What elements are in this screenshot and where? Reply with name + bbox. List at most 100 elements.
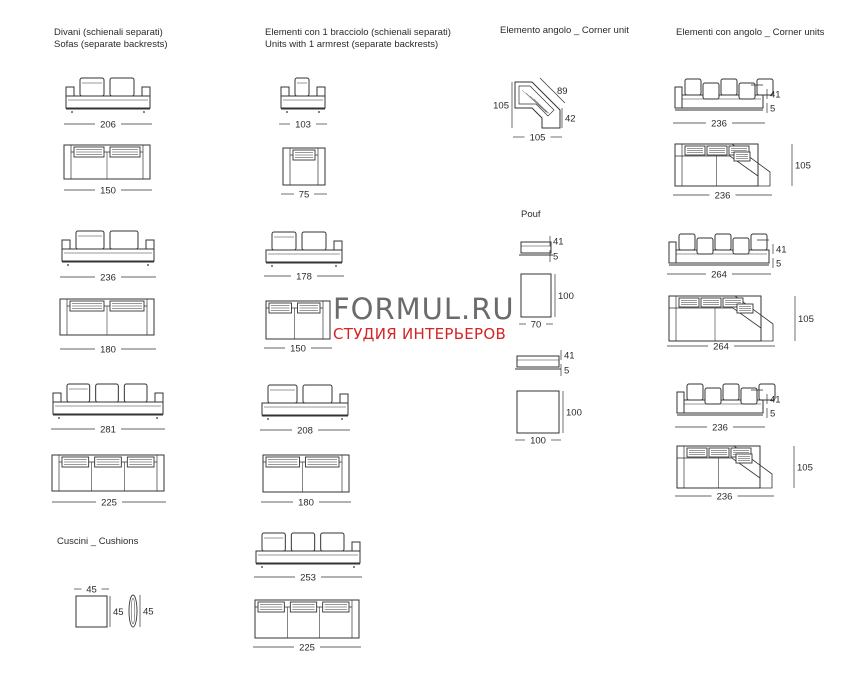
dim-cushion-side-height: 45 — [139, 595, 154, 627]
backrest-cushion — [267, 384, 298, 404]
back-cushion-plan — [109, 300, 145, 312]
dimension-label: 70 — [531, 320, 542, 331]
plan-cushion — [708, 447, 730, 458]
dimension-label: 180 — [298, 498, 314, 509]
dim-unit-225-plan: 225 — [253, 643, 361, 654]
unit-180-plan — [262, 454, 350, 493]
dimension-label: 180 — [100, 345, 116, 356]
dimension-label: 236 — [715, 191, 731, 202]
dimension-label: 42 — [565, 114, 576, 125]
dimension-label: 225 — [299, 643, 315, 654]
dim-plan-width: 264 — [667, 342, 775, 353]
dimension-label: 100 — [530, 436, 546, 447]
pouf-100-front: 415 — [515, 350, 575, 377]
dim-pouf-100-width: 100 — [515, 436, 561, 447]
dim-front-width: 236 — [675, 423, 765, 434]
dimension-label: 236 — [100, 273, 116, 284]
corner-unit-236-plan: 105 236 — [673, 143, 811, 202]
plan-cushion — [678, 297, 700, 308]
dim-corner-width: 105 — [513, 133, 562, 144]
dim-unit-178-front: 178 — [264, 272, 344, 283]
dimension-label: 206 — [100, 120, 116, 131]
dimension-label: 105 — [798, 314, 814, 325]
armrest-left — [674, 86, 683, 109]
back-cushion — [686, 383, 704, 401]
dim-plan-depth: 105 — [791, 144, 811, 186]
dim-unit-208-front: 208 — [260, 426, 350, 437]
sofa-225-plan — [51, 454, 165, 492]
dim-pouf-100-depth: 100 — [562, 391, 582, 433]
back-cushion — [756, 78, 774, 96]
one-arm-header-it: Elementi con 1 bracciolo (schienali sepa… — [265, 27, 451, 38]
seat-body — [61, 248, 155, 262]
sofa-180-plan — [59, 298, 155, 336]
seat-body — [265, 249, 343, 263]
back-cushion-plan — [289, 601, 318, 613]
dim-height: 41 — [766, 394, 781, 406]
backrest-cushion — [301, 231, 327, 251]
watermark-tagline: СТУДИЯ ИНТЕРЬЕРОВ — [333, 325, 507, 343]
back-cushion-plan — [265, 456, 300, 468]
backrest-cushion — [109, 230, 139, 250]
back-cushion — [696, 237, 714, 255]
dimension-label: 5 — [770, 104, 775, 115]
dim-front-width: 264 — [667, 270, 771, 281]
dimension-label: 45 — [86, 585, 97, 596]
one-arm-header: Elementi con 1 bracciolo (schienali sepa… — [265, 27, 451, 51]
dimension-label: 41 — [776, 245, 787, 256]
back-cushion — [684, 78, 702, 96]
dimension-label: 236 — [717, 492, 733, 503]
cushion-side-inner — [130, 597, 136, 625]
dimension-label: 100 — [558, 291, 574, 302]
back-cushion-plan — [322, 601, 350, 613]
unit-178-front — [265, 231, 343, 267]
sofas-header: Divani (schienali separati) Sofas (separ… — [54, 27, 168, 51]
dimension-label: 281 — [100, 425, 116, 436]
dimension-label: 41 — [770, 90, 781, 101]
seat-body — [52, 401, 164, 415]
dim-diagonal: 89 — [557, 86, 568, 97]
cushion-square — [75, 595, 108, 628]
dimension-label: 178 — [296, 272, 312, 283]
backrest-cushion — [75, 230, 105, 250]
backrest-cushion — [302, 384, 333, 404]
corner-cushion — [733, 151, 751, 162]
dimension-label: 253 — [300, 573, 316, 584]
back-cushion — [714, 233, 732, 251]
dim-cushion-width: 45 — [74, 585, 109, 596]
corner-shading — [529, 95, 549, 114]
plan-cushion — [684, 145, 706, 156]
back-cushion-plan — [305, 456, 340, 468]
dimension-label: 264 — [711, 270, 727, 281]
dimension-label: 41 — [553, 237, 564, 248]
pouf-plan-outline — [516, 390, 560, 434]
back-cushion-plan — [257, 601, 285, 613]
corner-shading — [533, 98, 550, 114]
dim-seat: 5 — [772, 258, 781, 270]
corner-cushion — [736, 303, 754, 314]
corner-unit-264-front: 41 5 264 — [667, 233, 787, 281]
corner-backrest — [518, 85, 555, 117]
backrest-cushion — [290, 532, 316, 552]
dimension-label: 45 — [113, 607, 124, 618]
corner-unit-264-plan: 105 264 — [667, 295, 814, 353]
dim-sofa-180-plan: 180 — [60, 345, 156, 356]
dimension-label: 75 — [299, 190, 310, 201]
dimension-label: 45 — [143, 607, 154, 618]
back-cushion — [678, 233, 696, 251]
unit-75-plan — [282, 147, 326, 186]
dimension-label: 105 — [797, 463, 813, 474]
dimension-label: 5 — [564, 366, 569, 377]
cushion-drawing: 45 45 45 — [74, 585, 154, 628]
dimension-label: 236 — [712, 423, 728, 434]
diag-dim-line — [539, 77, 566, 104]
backrest-cushion — [66, 383, 91, 403]
back-cushion — [738, 82, 756, 100]
back-cushion-plan — [292, 149, 316, 161]
dim-seat: 5 — [766, 103, 775, 115]
seat-body — [65, 95, 151, 109]
corner-cushion — [735, 453, 753, 464]
corner-shading — [521, 89, 547, 113]
